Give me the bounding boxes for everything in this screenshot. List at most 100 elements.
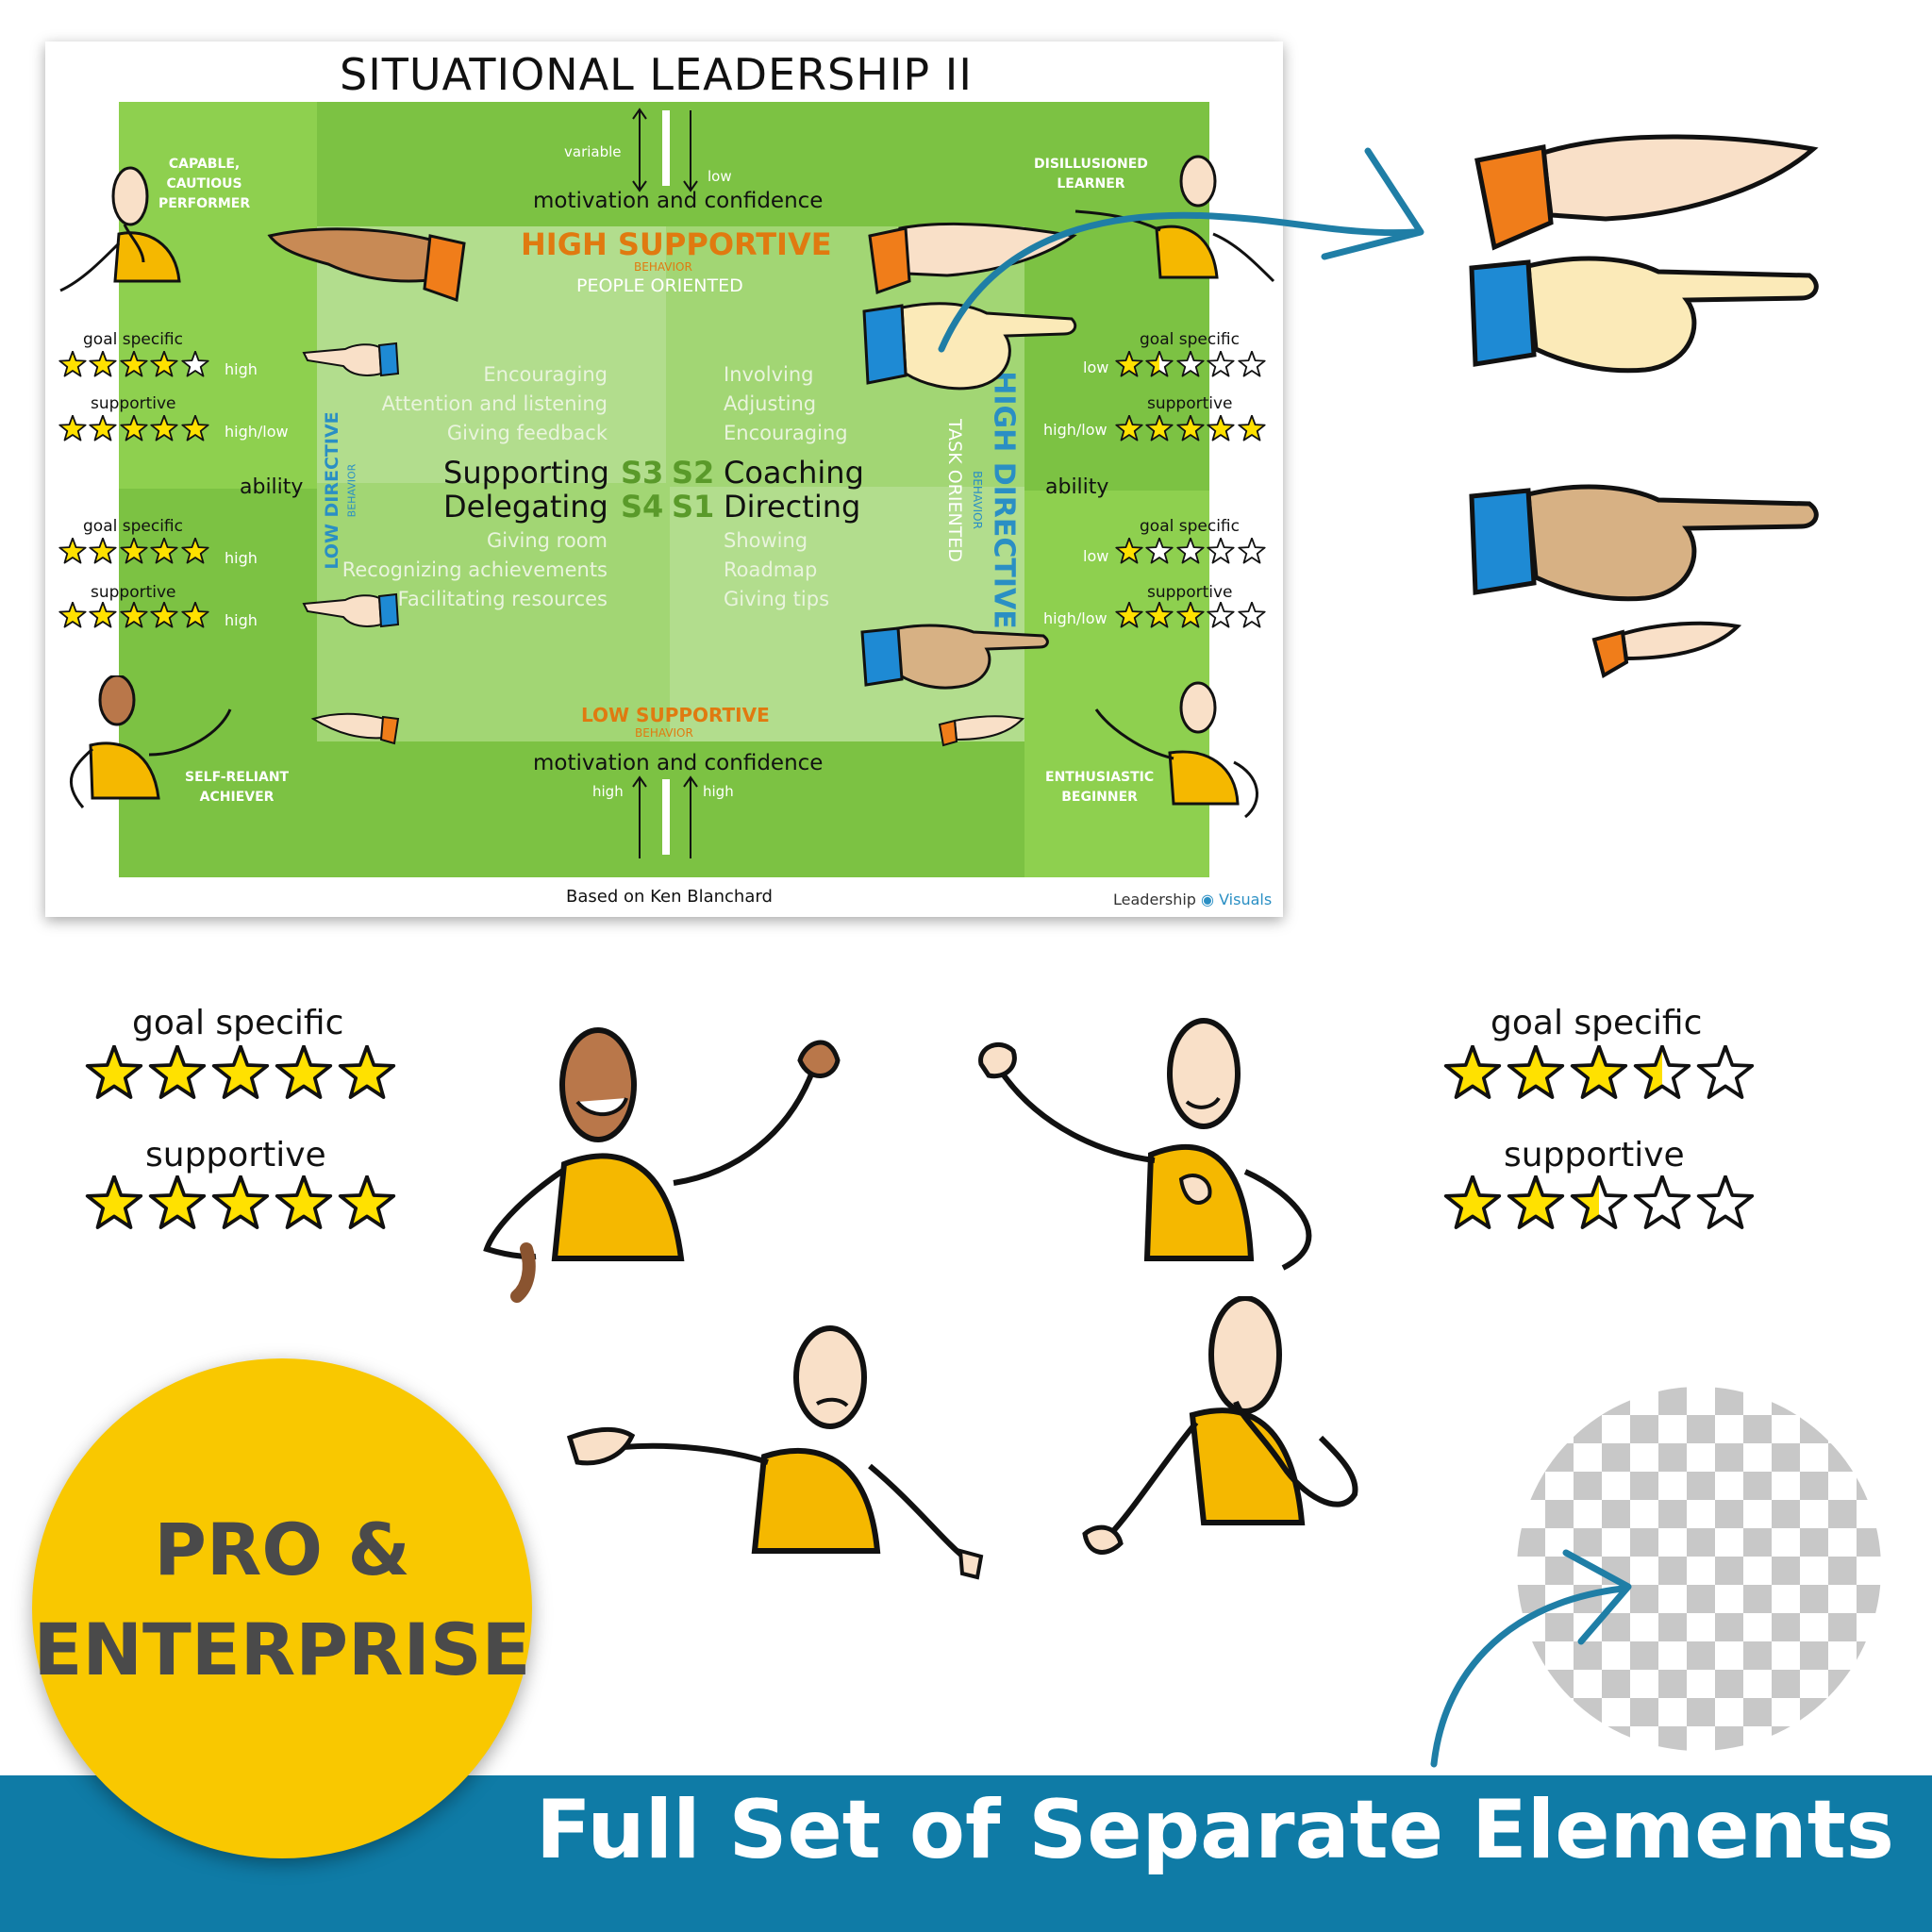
persona-bottom-left: SELF-RELIANT ACHIEVER xyxy=(185,770,290,805)
bottom-high-left: high xyxy=(592,783,624,800)
el-right-goal-stars xyxy=(1443,1045,1759,1108)
star-icon xyxy=(120,602,148,628)
persona-top-left: CAPABLE, CAUTIOUS PERFORMER xyxy=(158,157,251,211)
persona-bottom-right: ENTHUSIASTIC BEGINNER xyxy=(1045,770,1155,805)
star-icon xyxy=(1176,351,1205,377)
star-icon xyxy=(1570,1175,1628,1229)
lt-goal-label: goal specific xyxy=(83,330,183,349)
ability-left: ability xyxy=(240,475,304,499)
bottom-axis-label: motivation and confidence xyxy=(533,751,824,775)
lt-sup-stars xyxy=(58,415,211,447)
el-right-sup-stars xyxy=(1443,1175,1759,1238)
bottom-high-right: high xyxy=(703,783,734,800)
high-directive-sub: BEHAVIOR xyxy=(971,471,984,529)
s2-name: Coaching xyxy=(724,455,864,491)
el-right-goal-label: goal specific xyxy=(1491,1004,1703,1042)
low-directive-sub: BEHAVIOR xyxy=(345,463,358,518)
star-icon xyxy=(180,602,209,628)
s2-items: Involving Adjusting Encouraging xyxy=(724,360,848,448)
star-icon xyxy=(1115,602,1143,628)
element-hand-open-small xyxy=(1585,615,1745,681)
star-icon xyxy=(120,351,148,377)
star-icon xyxy=(1176,415,1205,441)
hand-open-small-right xyxy=(934,708,1028,749)
brand-left: Leadership xyxy=(1113,891,1196,908)
hand-point-tan xyxy=(855,619,1053,694)
arrow-to-transparency xyxy=(1415,1547,1660,1777)
lt-sup-value: high/low xyxy=(225,423,289,441)
lb-sup-label: supportive xyxy=(91,583,176,602)
star-icon xyxy=(89,538,117,564)
lt-goal-value: high xyxy=(225,360,258,378)
hand-point-small-top xyxy=(300,338,404,379)
hand-open-small-left xyxy=(309,706,404,747)
star-icon xyxy=(150,415,178,441)
star-icon xyxy=(85,1175,143,1229)
s2-code: S2 xyxy=(672,455,715,491)
banner-text: Full Set of Separate Elements xyxy=(535,1783,1894,1877)
badge-line-2: ENTERPRISE xyxy=(33,1607,531,1691)
lb-sup-stars xyxy=(58,602,211,634)
star-icon xyxy=(1207,602,1235,628)
s4-code: S4 xyxy=(621,489,664,525)
star-icon xyxy=(120,415,148,441)
star-icon xyxy=(180,415,209,441)
el-left-goal-stars xyxy=(85,1045,401,1108)
brand-right: Visuals xyxy=(1219,891,1273,908)
ability-right: ability xyxy=(1045,475,1109,499)
star-icon xyxy=(180,351,209,377)
star-icon xyxy=(1176,538,1205,564)
el-left-sup-stars xyxy=(85,1175,401,1238)
s2-item-2: Adjusting xyxy=(724,392,817,415)
rt-sup-label: supportive xyxy=(1147,394,1233,413)
hand-point-small-bottom xyxy=(300,589,404,630)
star-icon xyxy=(1207,538,1235,564)
s2-item-1: Involving xyxy=(724,363,814,386)
plan-badge xyxy=(32,1358,532,1858)
star-icon xyxy=(1696,1045,1754,1099)
star-icon xyxy=(1507,1045,1565,1099)
star-icon xyxy=(89,415,117,441)
star-icon xyxy=(1115,538,1143,564)
rt-goal-value: low xyxy=(1083,358,1109,376)
poster-footer: Based on Ken Blanchard xyxy=(566,887,773,907)
transparency-sample xyxy=(1517,1387,1881,1751)
star-icon xyxy=(1145,415,1174,441)
s4-name: Delegating xyxy=(443,489,608,525)
people-oriented: PEOPLE ORIENTED xyxy=(576,275,743,296)
hand-open-tan xyxy=(262,223,479,308)
top-variable: variable xyxy=(564,143,622,160)
task-oriented: TASK ORIENTED xyxy=(944,419,965,562)
rb-goal-stars xyxy=(1115,538,1268,570)
star-icon xyxy=(1237,538,1266,564)
star-icon xyxy=(338,1045,395,1099)
bottom-axis xyxy=(623,772,726,866)
star-icon xyxy=(58,351,87,377)
s4-items: Giving room Recognizing achievements Fac… xyxy=(321,526,608,614)
eye-icon: ◉ xyxy=(1195,891,1220,908)
star-icon xyxy=(85,1045,143,1099)
star-icon xyxy=(150,538,178,564)
star-icon xyxy=(275,1045,333,1099)
star-icon xyxy=(275,1175,333,1229)
corner-top-left xyxy=(119,102,317,489)
star-icon xyxy=(150,351,178,377)
top-axis xyxy=(623,106,726,204)
lb-goal-label: goal specific xyxy=(83,517,183,536)
high-supportive-title: HIGH SUPPORTIVE xyxy=(521,226,832,262)
rt-goal-label: goal specific xyxy=(1140,330,1240,349)
el-left-goal-label: goal specific xyxy=(132,1004,344,1042)
s4-item-3: Facilitating resources xyxy=(397,588,608,610)
element-person-achiever xyxy=(479,1023,857,1306)
star-icon xyxy=(211,1175,270,1229)
element-person-beginner xyxy=(962,1013,1349,1277)
star-icon xyxy=(89,602,117,628)
s1-item-2: Roadmap xyxy=(724,558,818,581)
hand-open-light-top xyxy=(857,219,1083,304)
person-disillusioned-learner xyxy=(1066,153,1283,294)
lt-goal-stars xyxy=(58,351,211,383)
star-icon xyxy=(1207,415,1235,441)
poster-title: SITUATIONAL LEADERSHIP II xyxy=(340,49,973,100)
rt-sup-stars xyxy=(1115,415,1268,447)
star-icon xyxy=(211,1045,270,1099)
